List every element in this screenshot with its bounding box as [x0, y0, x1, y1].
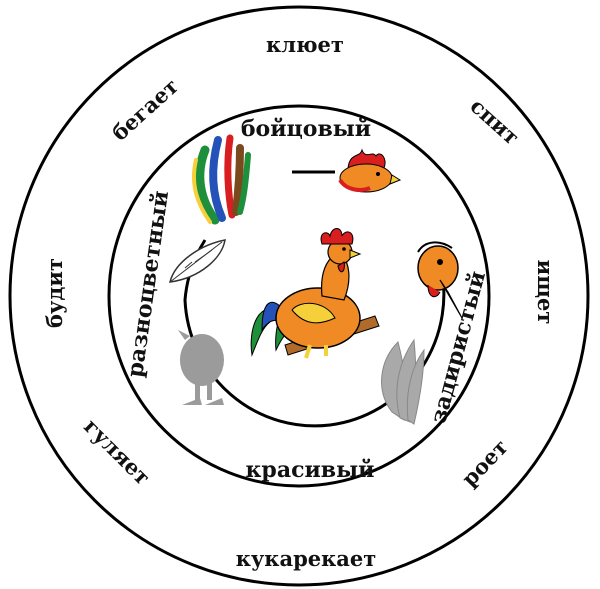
wing-icon — [382, 340, 424, 424]
word-bottom-right: роет — [456, 434, 512, 491]
word-inner-bottom: красивый — [246, 457, 375, 483]
feather-icon — [170, 240, 225, 282]
word-right: ищет — [533, 260, 558, 325]
rooster-head-icon — [340, 150, 400, 192]
tail-feathers-icon — [194, 138, 248, 222]
word-top: клюет — [266, 32, 344, 57]
word-left: будит — [42, 258, 67, 328]
word-bottom: кукарекает — [236, 546, 377, 571]
word-inner-left: разноцветный — [122, 189, 174, 379]
word-inner-top: бойцовый — [241, 116, 371, 142]
rooster-head-with-beak-icon — [418, 242, 462, 318]
rooster-legs-icon — [178, 330, 224, 405]
rooster-icon — [251, 229, 379, 359]
word-top-right: спит — [466, 93, 525, 150]
word-bottom-left: гуляет — [79, 414, 155, 490]
word-top-left: бегает — [107, 73, 183, 145]
